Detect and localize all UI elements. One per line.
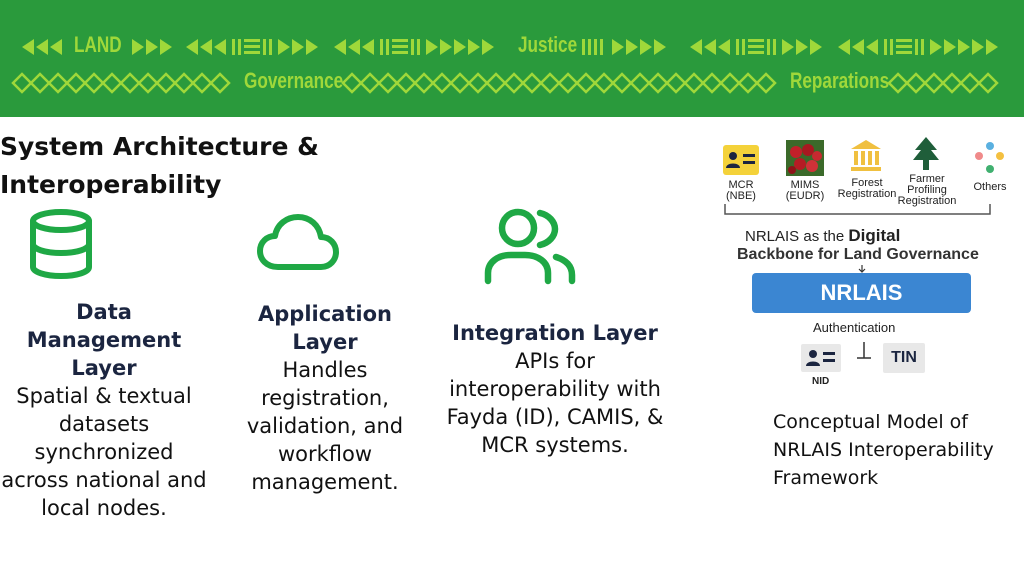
backbone-line-2: Backbone for Land Governance [737, 246, 979, 263]
bracket-connector [724, 204, 991, 215]
data-management-layer-description: Spatial & textual datasets synchronized … [1, 384, 207, 520]
slide-title-line-1: System Architecture & [0, 132, 319, 161]
banner-word-justice: Justice [518, 32, 578, 57]
system-label-mims: MIMS (EUDR) [785, 179, 825, 202]
slide-title: System Architecture & Interoperability [0, 128, 330, 204]
banner-row-top: LAND Justice [0, 30, 1024, 64]
application-layer-heading: Application Layer [258, 302, 392, 354]
banner-pattern-bottom [11, 72, 999, 94]
users-icon [484, 208, 576, 285]
system-label-forest: Forest Registration [837, 177, 897, 200]
tin-box: TIN [883, 343, 925, 373]
building-icon [851, 140, 881, 171]
nid-label: NID [812, 376, 830, 387]
tree-icon [913, 137, 939, 170]
header-banner: LAND Justice [0, 0, 1024, 117]
dots-icon [975, 142, 1004, 173]
system-label-farmer: Farmer Profiling Registration [897, 173, 957, 207]
authentication-label: Authentication [813, 320, 896, 335]
banner-word-reparations: Reparations [790, 68, 890, 93]
data-management-layer-heading: Data Management Layer [26, 300, 182, 380]
banner-word-land: LAND [74, 32, 122, 57]
nrlais-box: NRLAIS [752, 273, 971, 313]
integration-layer-description: APIs for interoperability with Fayda (ID… [446, 349, 664, 457]
slide-title-line-2: Interoperability [0, 170, 222, 199]
id-card-icon [723, 145, 759, 175]
nid-card-icon [801, 344, 841, 372]
cloud-icon [257, 214, 339, 270]
system-label-others: Others [973, 181, 1007, 193]
integration-layer-heading: Integration Layer [452, 321, 658, 345]
diagram-caption: Conceptual Model of NRLAIS Interoperabil… [773, 411, 994, 489]
banner-pattern-top [22, 39, 998, 55]
database-icon [30, 209, 92, 280]
perpendicular-connector [857, 342, 871, 359]
system-label-mcr: MCR (NBE) [726, 179, 756, 202]
banner-row-bottom: Governance Reparations [0, 66, 1024, 100]
down-arrow-icon [858, 265, 866, 273]
coffee-beans-icon [786, 140, 824, 176]
interoperability-diagram: MCR (NBE) MIMS (EUDR) Forest Registratio… [715, 132, 1024, 392]
banner-word-governance: Governance [244, 68, 344, 93]
application-layer-description: Handles registration, validation, and wo… [246, 358, 404, 494]
backbone-line-1: NRLAIS as the Digital [745, 226, 901, 245]
